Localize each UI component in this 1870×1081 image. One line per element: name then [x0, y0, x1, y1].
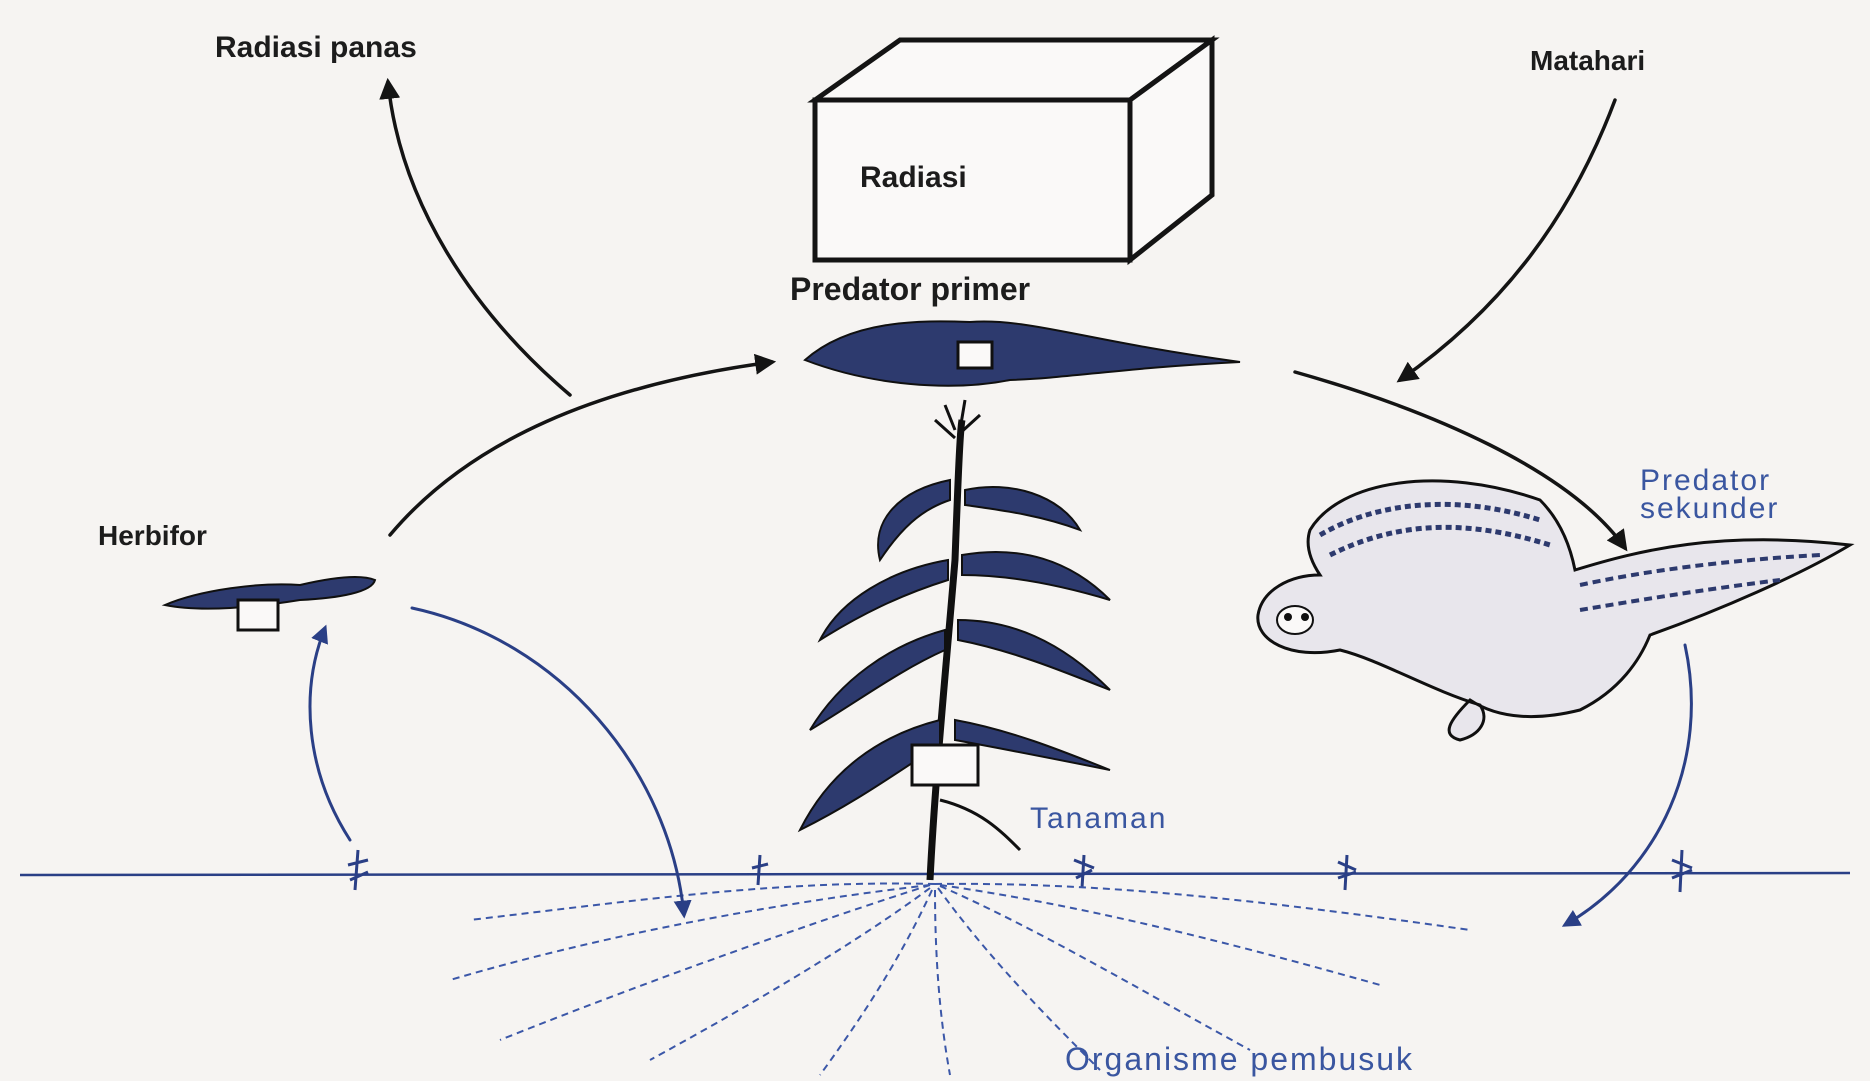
arrow-from-matahari [1400, 100, 1615, 380]
predator-sekunder-label-2: sekunder [1640, 492, 1779, 525]
organisme-pembusuk-label: Organisme pembusuk [1065, 1041, 1414, 1077]
ground-line [20, 873, 1850, 875]
predator-primer-icon [805, 321, 1240, 385]
arrow-ground-to-herbifor [310, 628, 350, 840]
herbifor-label: Herbifor [98, 520, 207, 551]
radiasi-label: Radiasi [860, 161, 967, 194]
matahari-label: Matahari [1530, 45, 1645, 76]
predator-primer-label: Predator primer [790, 271, 1030, 307]
radiasi-box [815, 40, 1212, 260]
tanaman-label: Tanaman [1030, 802, 1167, 835]
radiasi-panas-label: Radiasi panas [215, 31, 417, 64]
arrow-herbifor-to-predator-primer [390, 362, 772, 535]
herbifor-icon [165, 577, 375, 630]
arrow-herbifor-to-decomposer [412, 608, 684, 915]
arrow-to-radiasi-panas [388, 82, 570, 395]
